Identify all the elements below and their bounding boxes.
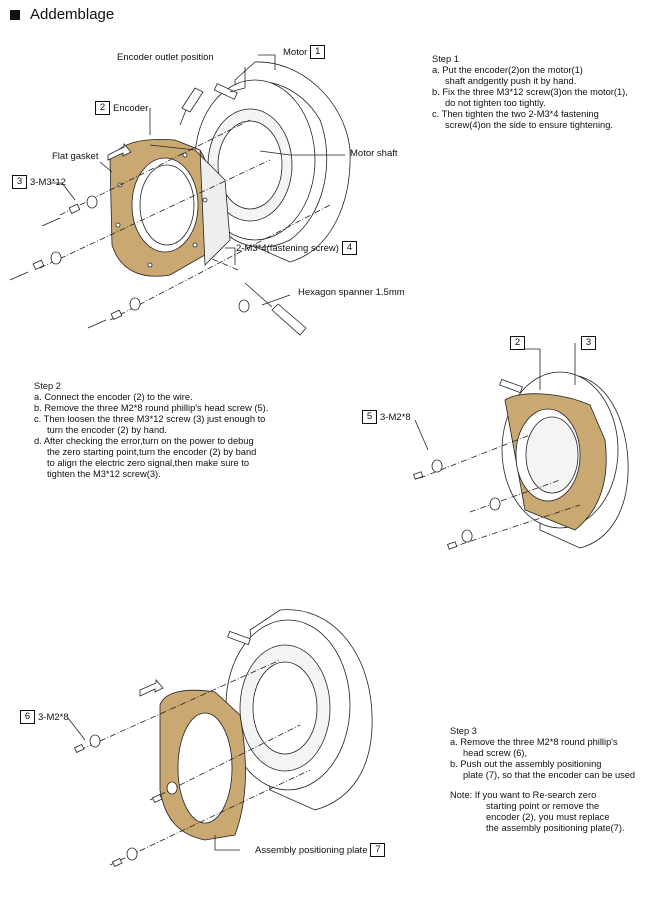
callout-3: 3 <box>12 175 27 189</box>
label-encoder: 2 Encoder <box>95 101 148 115</box>
label-encoder-outlet: Encoder outlet position <box>117 52 214 63</box>
callout-6: 6 <box>20 710 35 724</box>
label-hexagon-spanner: Hexagon spanner 1.5mm <box>298 287 405 298</box>
page-title-text: Addemblage <box>30 6 115 23</box>
label-motor: Motor 1 <box>283 45 326 59</box>
callout-5: 5 <box>362 410 377 424</box>
step1-instructions: Step 1 a. Put the encoder(2)on the motor… <box>432 54 628 130</box>
figure-step1 <box>9 54 351 336</box>
label-fig2-callout-2: 2 <box>510 336 525 350</box>
label-screw-m2x8-5: 5 3-M2*8 <box>362 410 411 424</box>
figure-step2 <box>413 343 629 550</box>
callout-2: 2 <box>95 101 110 115</box>
label-motor-shaft: Motor shaft <box>350 148 398 159</box>
page-title: Addemblage <box>10 6 114 23</box>
callout-3b: 3 <box>581 336 596 350</box>
label-screw-m2x8-6: 6 3-M2*8 <box>20 710 69 724</box>
callout-7: 7 <box>370 843 386 857</box>
callout-2b: 2 <box>510 336 525 350</box>
step3-note: Note: If you want to Re-search zero <box>450 790 597 800</box>
title-square-icon <box>10 9 20 20</box>
callout-4: 4 <box>341 241 357 255</box>
label-fig2-callout-3: 3 <box>581 336 596 350</box>
step2-instructions: Step 2 a. Connect the encoder (2) to the… <box>34 381 269 479</box>
callout-1: 1 <box>310 45 326 59</box>
label-screw-m3x4: 2-M3*4(fastening screw) 4 <box>236 241 357 255</box>
figure-step3 <box>67 609 373 867</box>
label-flat-gasket: Flat gasket <box>52 151 99 162</box>
label-screw-m3x12: 3 3-M3*12 <box>12 175 66 189</box>
label-positioning-plate: Assembly positioning plate 7 <box>255 843 386 857</box>
step3-instructions: Step 3 a. Remove the three M2*8 round ph… <box>450 726 650 834</box>
